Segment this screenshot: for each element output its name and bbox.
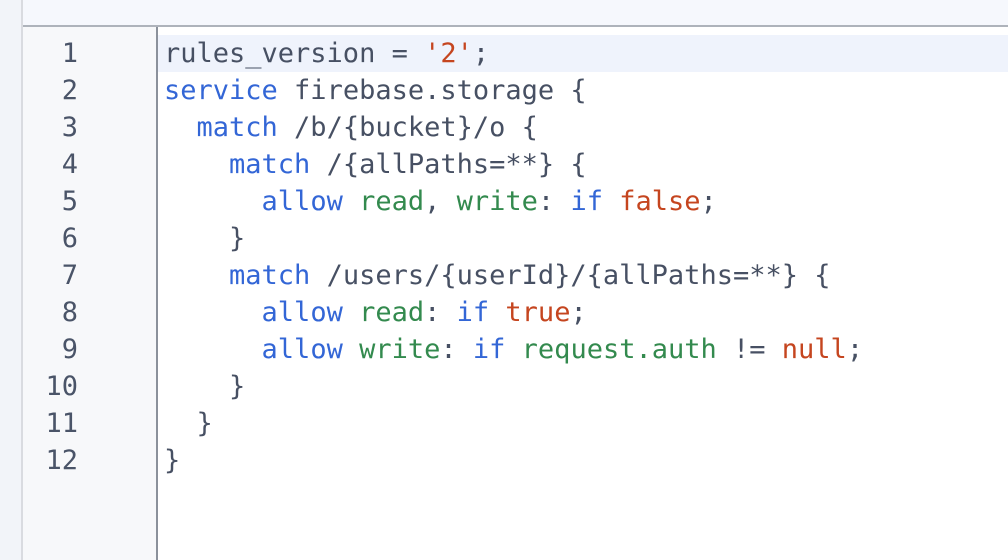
code-token-plain: : [424,297,457,328]
code-token-plain [343,334,359,365]
code-token-plain: } [164,371,246,402]
code-token-plain: ; [570,297,587,328]
line-number: 4 [61,149,78,180]
code-token-plain [164,186,262,217]
code-token-literal: null [781,334,847,365]
code-token-plain: ; [472,38,490,69]
code-token-plain: != [716,334,782,365]
code-token-keyword: service [164,75,278,106]
code-token-plain [164,334,262,365]
editor-top-bar [23,0,1008,27]
line-number: 9 [61,334,78,365]
line-number: 6 [61,223,78,254]
code-token-plain: ; [700,186,717,217]
code-token-plain [343,297,359,328]
code-token-plain [343,186,359,217]
line-number: 3 [61,112,78,143]
code-token-plain [164,112,197,143]
code-token-plain: firebase.storage { [277,75,587,106]
code-token-keyword: if [570,186,603,217]
code-line[interactable]: } [158,368,1008,405]
code-line[interactable]: match /b/{bucket}/o { [158,109,1008,146]
code-line[interactable]: allow read, write: if false; [158,183,1008,220]
code-token-plain [164,149,229,180]
line-number: 11 [45,408,78,439]
code-line[interactable]: rules_version = '2'; [158,35,1008,72]
code-line[interactable]: allow write: if request.auth != null; [158,331,1008,368]
code-token-method: request.auth [521,334,717,365]
line-number: 12 [45,445,78,476]
code-token-keyword: allow [261,186,343,217]
code-token-keyword: allow [261,297,343,328]
code-line[interactable]: } [158,405,1008,442]
line-number: 2 [61,75,78,106]
line-number: 10 [45,371,78,402]
line-number: 5 [61,186,78,217]
code-token-plain: : [537,186,571,217]
code-token-plain [489,297,505,328]
code-token-plain [164,260,229,291]
code-token-method: read [359,297,425,328]
code-token-method: read [359,186,425,217]
code-token-keyword: if [456,297,490,328]
code-token-plain: /{allPaths=**} { [310,149,587,180]
code-token-plain: } [164,408,213,439]
code-token-literal: '2' [424,38,473,69]
code-token-plain: } [164,445,181,476]
code-token-method: write [359,334,441,365]
code-token-plain: /b/{bucket}/o { [277,112,538,143]
code-token-keyword: allow [261,334,343,365]
code-token-plain: , [424,186,457,217]
code-area[interactable]: rules_version = '2';service firebase.sto… [158,27,1008,560]
code-token-plain: ; [846,334,864,365]
code-token-plain: } [164,223,246,254]
code-line[interactable]: match /users/{userId}/{allPaths=**} { [158,257,1008,294]
code-line[interactable]: service firebase.storage { [158,72,1008,109]
code-token-keyword: if [472,334,506,365]
code-token-literal: false [619,186,701,217]
code-token-keyword: match [229,149,311,180]
code-line[interactable]: match /{allPaths=**} { [158,146,1008,183]
code-token-literal: true [505,297,571,328]
editor-left-margin [0,0,23,560]
line-number: 8 [61,297,78,328]
code-line[interactable]: allow read: if true; [158,294,1008,331]
code-token-plain: : [440,334,473,365]
code-token-method: write [456,186,538,217]
code-token-plain [164,297,262,328]
line-number: 1 [61,38,78,69]
code-line[interactable]: } [158,220,1008,257]
code-line[interactable]: } [158,442,1008,479]
code-token-plain: rules_version = [164,38,425,69]
line-number: 7 [61,260,78,291]
code-token-plain [603,186,619,217]
code-token-plain [505,334,521,365]
code-token-plain: /users/{userId}/{allPaths=**} { [310,260,831,291]
code-token-keyword: match [229,260,311,291]
code-token-keyword: match [196,112,278,143]
